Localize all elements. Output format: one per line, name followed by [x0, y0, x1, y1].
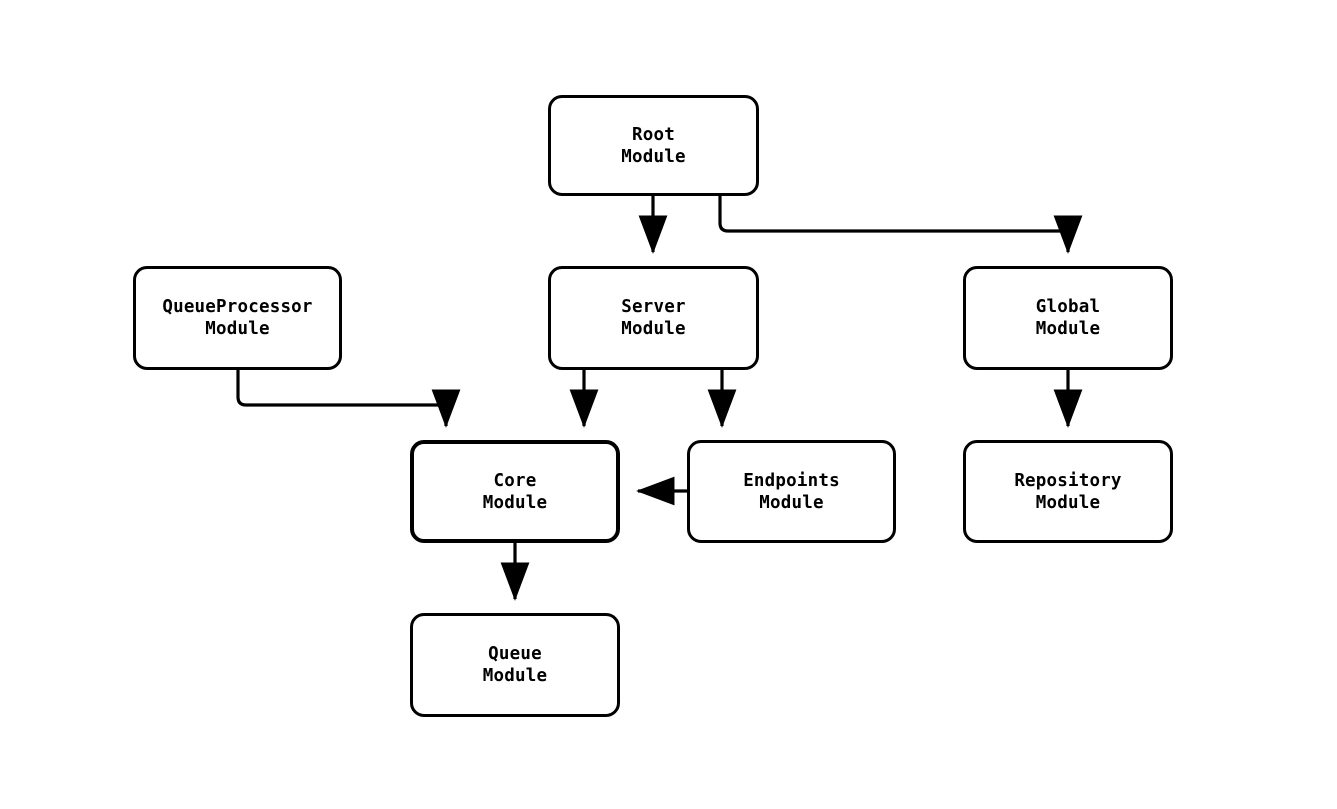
node-global-label: Global Module: [1035, 297, 1101, 339]
edge-queueprocessor-to-core: [236, 370, 461, 428]
node-endpoints-label: Endpoints Module: [743, 470, 840, 513]
node-queue[interactable]: Queue Module: [410, 613, 620, 717]
edge-group: [236, 196, 1083, 601]
node-endpoints[interactable]: Endpoints Module: [687, 440, 896, 543]
node-repository-label: Repository Module: [1014, 470, 1122, 513]
edge-root-to-global: [718, 196, 1083, 254]
node-core-label: Core Module: [482, 470, 548, 513]
node-queueprocessor-label: QueueProcessor Module: [162, 297, 313, 339]
node-root-label: Root Module: [621, 124, 686, 167]
node-repository[interactable]: Repository Module: [963, 440, 1173, 543]
node-core[interactable]: Core Module: [410, 440, 620, 543]
node-root[interactable]: Root Module: [548, 95, 759, 196]
node-queueprocessor[interactable]: QueueProcessor Module: [133, 266, 342, 370]
node-global[interactable]: Global Module: [963, 266, 1173, 370]
node-server-label: Server Module: [621, 297, 686, 339]
node-server[interactable]: Server Module: [548, 266, 759, 370]
node-queue-label: Queue Module: [482, 644, 548, 686]
